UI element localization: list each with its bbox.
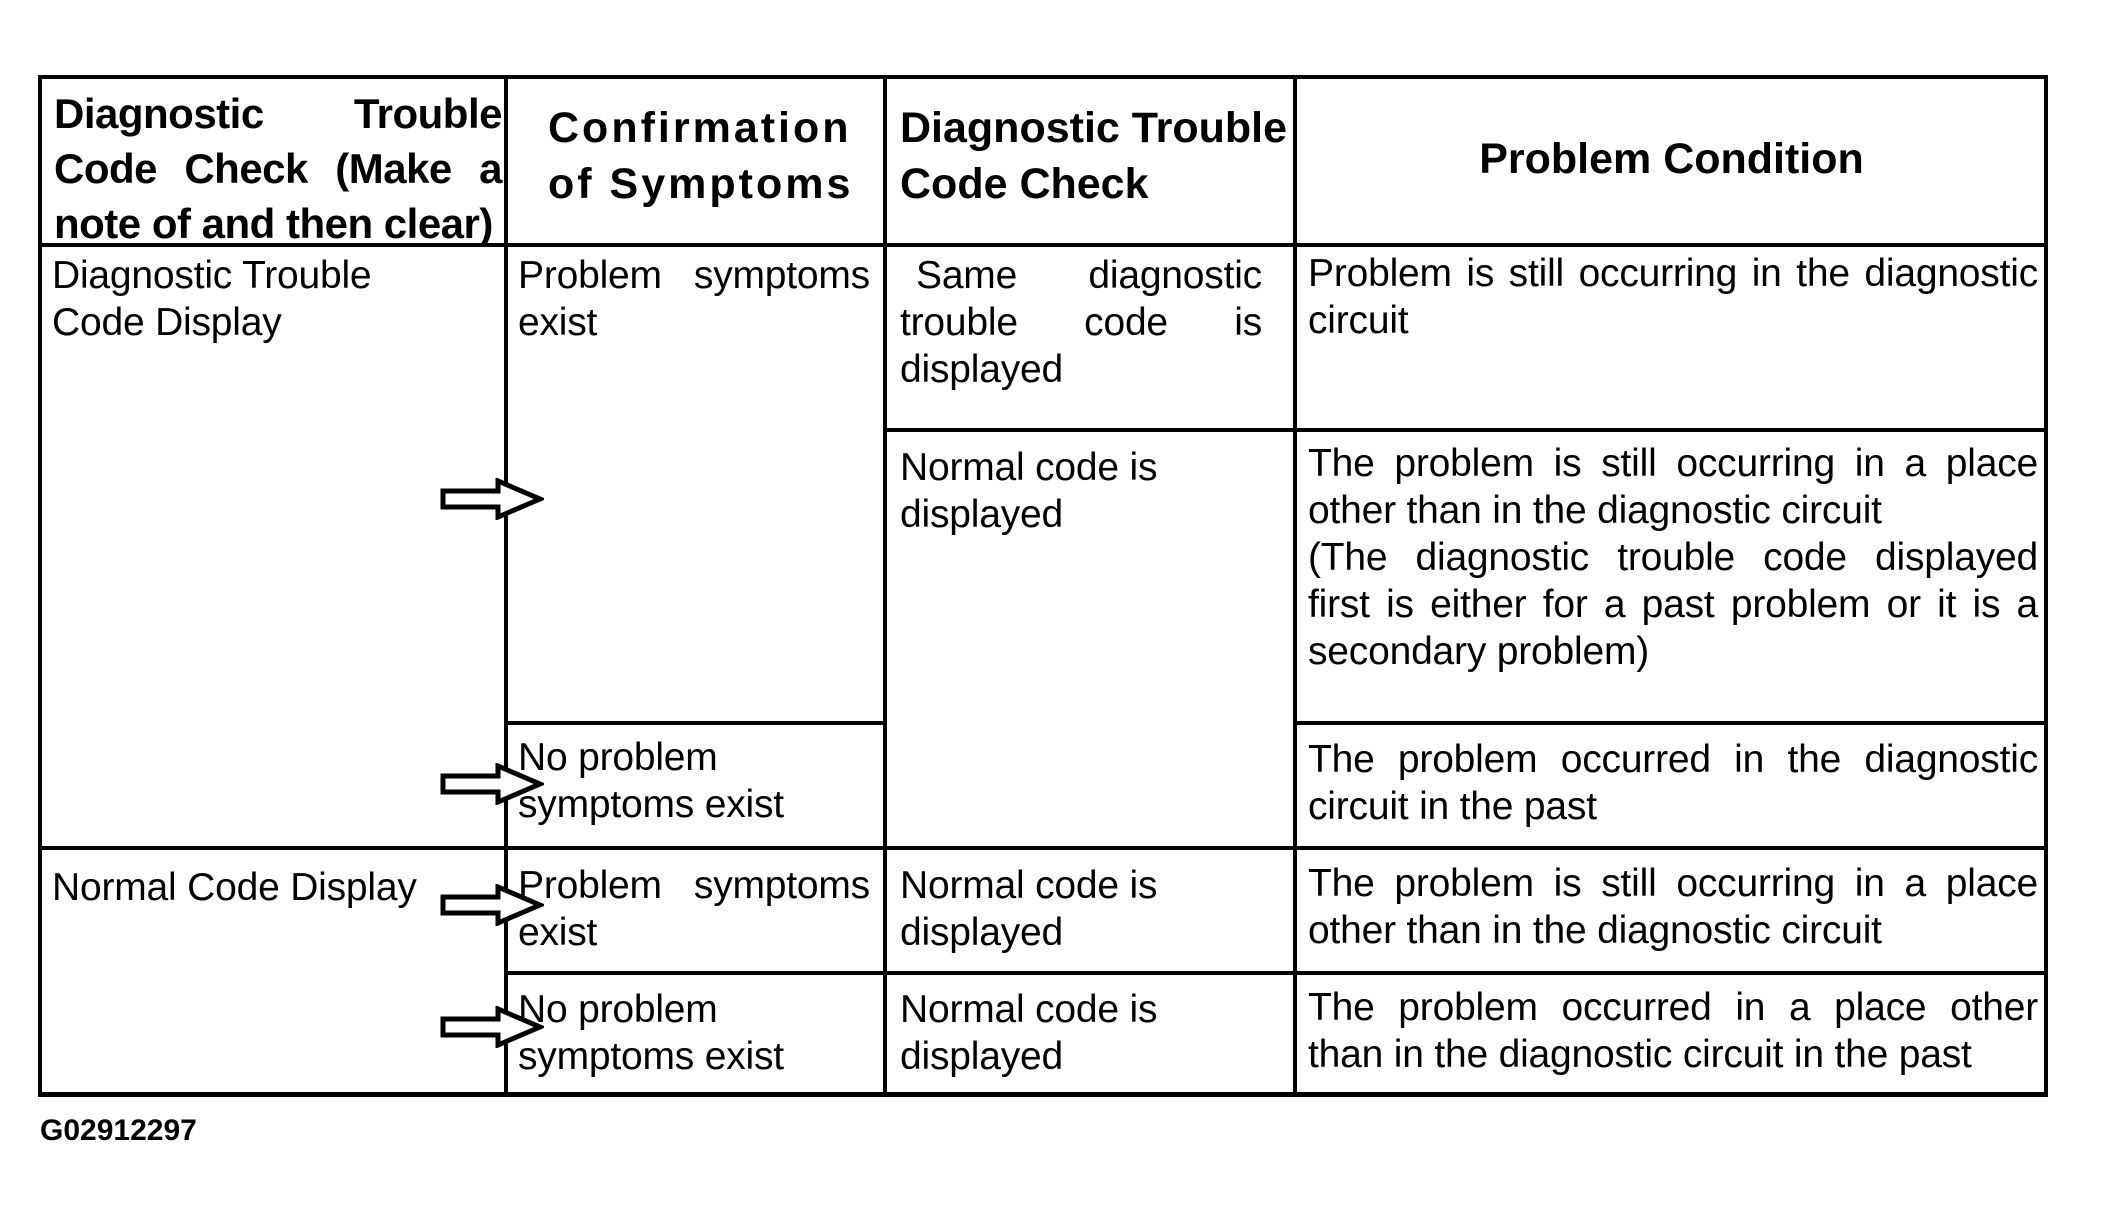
table-border-top [38, 75, 2048, 79]
condition-other-place-note: (The diagnostic trouble code displayed f… [1308, 536, 2038, 673]
cell-row2-code-display: Normal Code Display [52, 866, 417, 909]
table-border-left [38, 75, 42, 1097]
cell-row1-symptoms-exist: Problem symptoms exist [518, 254, 870, 344]
cell-row1-no-symptoms: No problem symptoms exist [518, 736, 784, 826]
cell-row2-normal-code-b: Normal code is displayed [900, 988, 1158, 1078]
cell-row1-condition-still-occurring: Problem is still occurring in the diagno… [1308, 252, 2038, 342]
cell-row1-condition-other-place: The problem is still occurring in a plac… [1308, 440, 2038, 675]
flow-arrow-icon [440, 763, 544, 805]
table-border-right [2044, 75, 2048, 1097]
table-border-row1-check [883, 428, 2048, 432]
table-border-col1 [504, 75, 508, 1097]
cell-row1-code-display: Diagnostic Trouble Code Display [52, 254, 372, 344]
header-problem-condition: Problem Condition [1479, 135, 1864, 183]
cell-row2-no-symptoms: No problem symptoms exist [518, 988, 784, 1078]
flow-arrow-icon [440, 478, 544, 520]
cell-row2-condition-past-other: The problem occurred in a place other th… [1308, 986, 2038, 1076]
table-border-header [38, 243, 2048, 247]
cell-row2-normal-code-a: Normal code is displayed [900, 864, 1158, 954]
table-border-bottom [38, 1092, 2048, 1097]
table-border-col2 [883, 75, 887, 1097]
cell-row1-same-code: Same diagnostic trouble code is displaye… [900, 254, 1262, 391]
flow-arrow-icon [440, 1006, 544, 1048]
figure-id-label: G02912297 [40, 1114, 197, 1147]
table-border-row1-cond [1293, 721, 2048, 725]
cell-row1-normal-code: Normal code is displayed [900, 446, 1158, 536]
header-confirmation-of-symptoms: Confirmation of Symptoms [548, 104, 854, 208]
table-border-row1-sympt [504, 721, 887, 725]
cell-row2-symptoms-exist: Problem symptoms exist [518, 864, 870, 954]
header-dtc-check-note: Diagnostic Trouble Code Check (Make a no… [54, 90, 503, 247]
table-border-row-split [38, 846, 2048, 850]
cell-row2-condition-other-place: The problem is still occurring in a plac… [1308, 862, 2038, 952]
cell-row1-condition-past: The problem occurred in the diagnostic c… [1308, 738, 2038, 828]
flow-arrow-icon [440, 884, 544, 926]
table-border-col3 [1293, 75, 1297, 1097]
header-dtc-check: Diagnostic Trouble Code Check [900, 104, 1288, 208]
condition-other-place-text: The problem is still occurring in a plac… [1308, 442, 2038, 532]
table-border-row2-split [504, 971, 2048, 975]
